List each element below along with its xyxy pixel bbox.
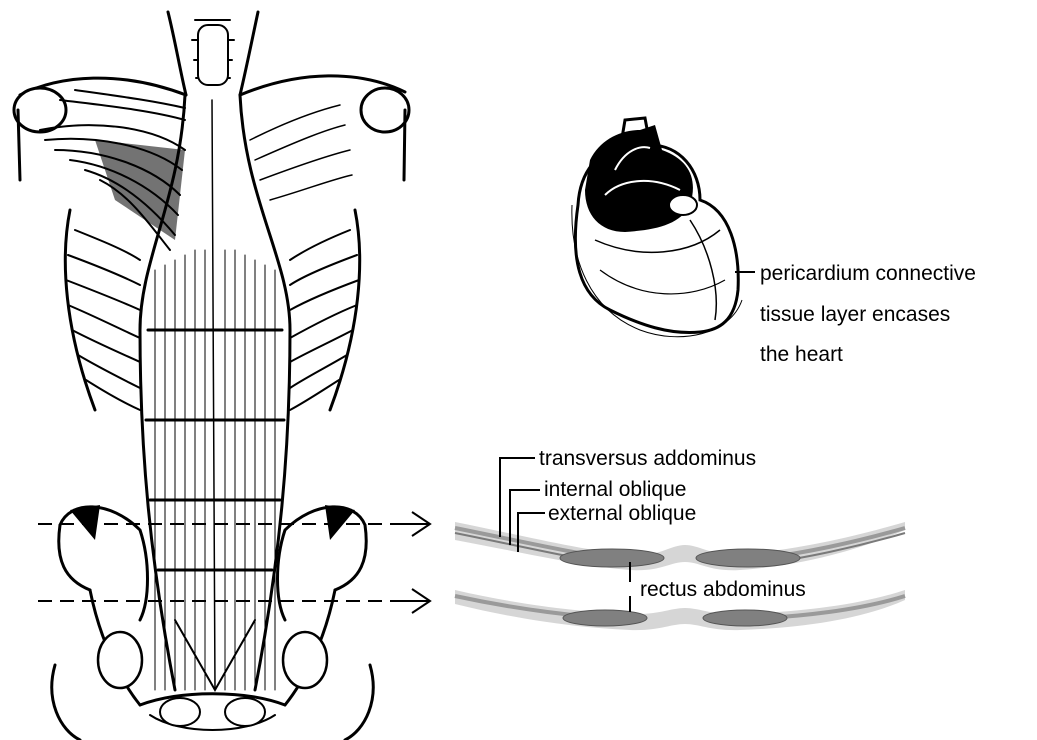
cross-section-upper — [455, 522, 905, 570]
pericardium-label-line2: tissue layer encases — [760, 304, 950, 325]
transversus-label: transversus addominus — [539, 448, 756, 469]
torso-illustration — [14, 12, 409, 740]
heart-illustration — [572, 118, 755, 337]
pericardium-label-line1: pericardium connective — [760, 263, 976, 284]
pericardium-label-line3: the heart — [760, 344, 843, 365]
rectus-label: rectus abdominus — [640, 579, 806, 600]
external-oblique-label: external oblique — [548, 503, 696, 524]
internal-oblique-label: internal oblique — [544, 479, 686, 500]
